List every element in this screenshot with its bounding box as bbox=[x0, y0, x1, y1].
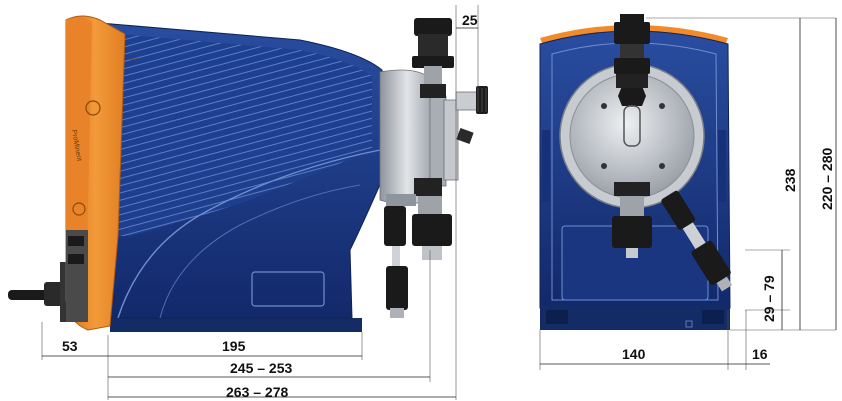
front-base-plate bbox=[540, 306, 730, 330]
front-view bbox=[539, 14, 733, 330]
side-discharge-valve-bottom bbox=[384, 178, 452, 318]
dim-label-195: 195 bbox=[222, 338, 246, 354]
dim-label-238: 238 bbox=[782, 168, 798, 192]
front-discharge-valve-bottom bbox=[612, 182, 652, 258]
side-indicator-marks: °° bbox=[130, 56, 138, 66]
dim-label-263-278: 263 – 278 bbox=[226, 384, 288, 400]
side-cover-knob-top bbox=[85, 100, 101, 116]
dim-label-29-79: 29 – 79 bbox=[761, 275, 777, 322]
dim-label-140: 140 bbox=[622, 346, 646, 362]
side-cover-knob-bottom bbox=[72, 202, 86, 216]
side-pump-head bbox=[379, 69, 488, 205]
front-suction-valve-top bbox=[614, 14, 650, 74]
front-view-dimensions: 140 16 29 – 79 238 220 – 280 bbox=[539, 17, 837, 370]
side-view-dimensions: 53 195 245 – 253 263 – 278 25 bbox=[41, 5, 479, 400]
side-view: ProMinent °° bbox=[8, 15, 488, 332]
dim-label-245-253: 245 – 253 bbox=[230, 360, 292, 376]
dim-label-53: 53 bbox=[62, 338, 78, 354]
side-housing-curve bbox=[117, 149, 381, 319]
front-orange-rim bbox=[540, 25, 728, 48]
side-base-plate bbox=[110, 318, 362, 332]
side-suction-valve-top bbox=[412, 18, 454, 98]
side-cooling-ribs bbox=[112, 34, 372, 236]
side-label-window bbox=[251, 271, 325, 307]
power-cable bbox=[8, 262, 74, 322]
front-bleed-knob bbox=[618, 86, 646, 106]
dim-label-25: 25 bbox=[462, 12, 478, 28]
front-angled-connector bbox=[661, 190, 733, 292]
dim-label-16: 16 bbox=[752, 346, 768, 362]
side-connector-block bbox=[66, 230, 88, 322]
dim-label-220-280: 220 – 280 bbox=[819, 148, 835, 210]
